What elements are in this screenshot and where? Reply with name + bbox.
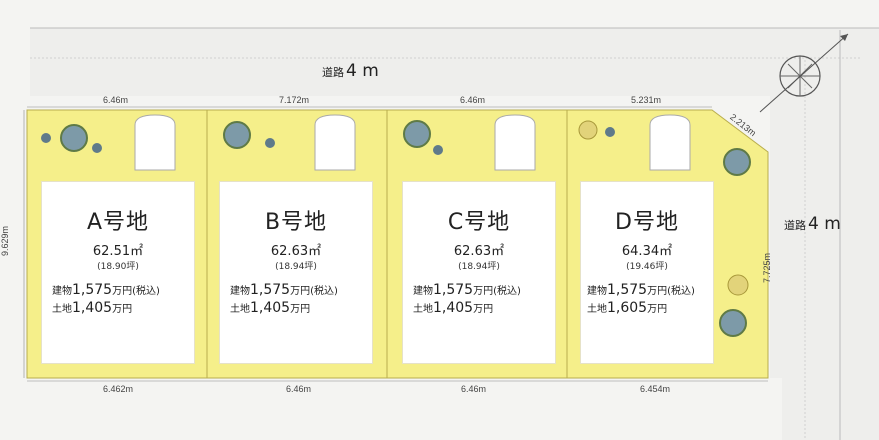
lot-area: 62.63㎡	[453, 244, 505, 259]
lot-land-price: 土地1,405万円	[413, 300, 494, 316]
dim-bottom-b: 6.46m	[286, 384, 312, 394]
lot-building-price: 建物1,575万円(税込)	[230, 282, 338, 298]
north-compass-icon	[759, 33, 849, 113]
lot-tsubo: (18.94坪)	[275, 262, 317, 272]
lot-land-price: 土地1,405万円	[230, 300, 311, 316]
lot-b-card: B号地 62.63㎡ (18.94坪) 建物1,575万円(税込) 土地1,40…	[219, 181, 373, 364]
lot-area: 62.63㎡	[270, 244, 322, 259]
lot-building-price: 建物1,575万円(税込)	[52, 282, 160, 298]
lot-building-price: 建物1,575万円(税込)	[587, 282, 695, 298]
dim-left: 9.629m	[0, 225, 11, 257]
lot-building-price: 建物1,575万円(税込)	[413, 282, 521, 298]
lot-tsubo: (19.46坪)	[626, 262, 668, 272]
dim-top-d: 5.231m	[631, 95, 662, 105]
lot-name: C号地	[447, 210, 511, 235]
dim-top-b: 7.172m	[279, 95, 310, 105]
road-right-text: 道路	[784, 219, 806, 232]
lot-a-card: A号地 62.51㎡ (18.90坪) 建物1,575万円(税込) 土地1,40…	[41, 181, 195, 364]
lot-name: B号地	[264, 210, 328, 235]
road-top-text: 道路	[322, 66, 344, 79]
road-right-width: 4 m	[808, 214, 841, 234]
dim-bottom-c: 6.46m	[461, 384, 487, 394]
tree-icon	[41, 120, 751, 337]
lot-tsubo: (18.94坪)	[458, 262, 500, 272]
car-icon	[649, 114, 691, 171]
dim-right: 7.725m	[762, 252, 773, 284]
lot-land-price: 土地1,405万円	[52, 300, 133, 316]
car-icon	[134, 114, 176, 171]
lot-d-card: D号地 64.34㎡ (19.46坪) 建物1,575万円(税込) 土地1,60…	[580, 181, 714, 364]
dim-top-c: 6.46m	[460, 95, 486, 105]
lot-tsubo: (18.90坪)	[97, 262, 139, 272]
lot-area: 62.51㎡	[92, 244, 144, 259]
car-icon	[494, 114, 536, 171]
car-icon	[314, 114, 356, 171]
lot-land-price: 土地1,605万円	[587, 300, 668, 316]
road-top-width: 4 m	[346, 61, 379, 81]
road-area	[30, 28, 879, 440]
lot-c-card: C号地 62.63㎡ (18.94坪) 建物1,575万円(税込) 土地1,40…	[402, 181, 556, 364]
lot-area: 64.34㎡	[621, 244, 673, 259]
dim-bottom-d: 6.454m	[640, 384, 671, 394]
dim-bottom-a: 6.462m	[103, 384, 134, 394]
lot-name: A号地	[86, 210, 150, 235]
dim-top-a: 6.46m	[103, 95, 129, 105]
lot-name: D号地	[615, 210, 679, 235]
